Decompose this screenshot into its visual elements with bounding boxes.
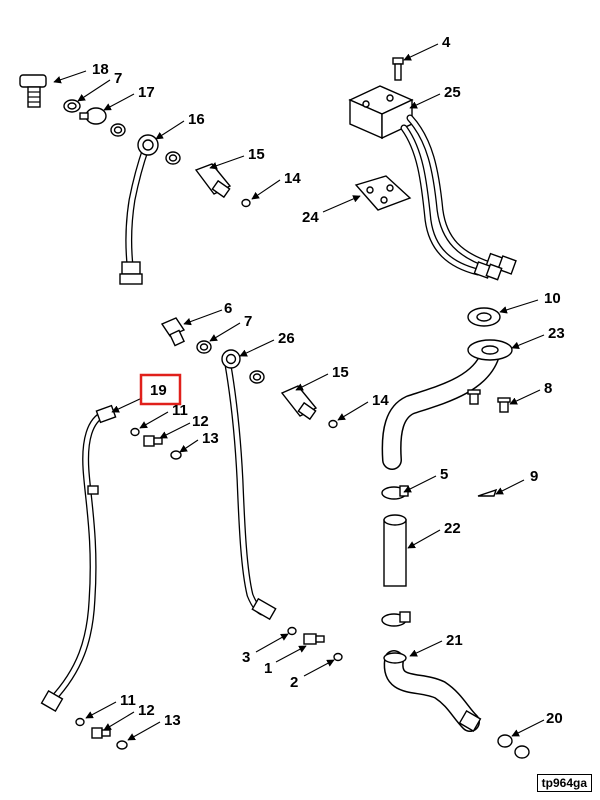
clamp-5 bbox=[381, 485, 409, 500]
callout-23: 23 bbox=[548, 325, 565, 342]
callout-15: 15 bbox=[332, 364, 349, 381]
upper-right-assembly bbox=[348, 57, 517, 281]
callout-16: 16 bbox=[188, 111, 205, 128]
callout-7: 7 bbox=[114, 70, 122, 87]
washer-hole bbox=[252, 373, 262, 381]
leader-lines bbox=[53, 43, 545, 741]
callout-2: 2 bbox=[290, 674, 298, 691]
callout-21: 21 bbox=[446, 632, 463, 649]
washer-7 bbox=[63, 99, 81, 113]
flange-23 bbox=[467, 339, 513, 361]
o-ring-11 bbox=[130, 427, 140, 437]
gasket-10 bbox=[467, 307, 501, 327]
o-ring-3 bbox=[287, 626, 297, 636]
bolts-8 bbox=[467, 389, 511, 413]
callout-14: 14 bbox=[284, 170, 301, 187]
o-ring-11 bbox=[75, 717, 85, 727]
callout-26: 26 bbox=[278, 330, 295, 347]
callout-12: 12 bbox=[192, 413, 209, 430]
callout-12: 12 bbox=[138, 702, 155, 719]
callout-4: 4 bbox=[442, 34, 451, 51]
o-ring-20 bbox=[497, 734, 513, 748]
fitting-17 bbox=[79, 107, 107, 125]
o-ring-14 bbox=[328, 419, 338, 429]
banjo-bolt-18 bbox=[19, 74, 47, 108]
washer-hole bbox=[199, 343, 209, 351]
callout-20: 20 bbox=[546, 710, 563, 727]
fitting-1 bbox=[303, 633, 325, 645]
callout-9: 9 bbox=[530, 468, 538, 485]
o-ring-20 bbox=[514, 745, 530, 759]
callout-24: 24 bbox=[302, 209, 319, 226]
callout-14: 14 bbox=[372, 392, 389, 409]
clamp bbox=[381, 611, 411, 627]
washer-13 bbox=[116, 740, 128, 750]
callout-10: 10 bbox=[544, 290, 561, 307]
bolt-4 bbox=[392, 57, 404, 81]
callout-13: 13 bbox=[164, 712, 181, 729]
elbow-21-fitting bbox=[458, 709, 482, 733]
callout-22: 22 bbox=[444, 520, 461, 537]
callout-25: 25 bbox=[444, 84, 461, 101]
washer-13 bbox=[170, 450, 182, 460]
adapter-15 bbox=[280, 385, 318, 421]
callout-11: 11 bbox=[120, 692, 136, 709]
middle-assembly bbox=[160, 317, 343, 662]
elbow-21-end bbox=[383, 652, 407, 664]
banjo-bolt-6 bbox=[160, 317, 186, 347]
tube-22 bbox=[383, 514, 407, 587]
callout-17: 17 bbox=[138, 84, 155, 101]
washer-hole bbox=[168, 154, 178, 162]
fitting-12 bbox=[91, 727, 111, 739]
callout-labels: 18 7 17 16 15 14 4 25 24 6 7 26 15 14 10… bbox=[92, 34, 565, 729]
right-tube-assembly bbox=[381, 307, 530, 759]
callout-8: 8 bbox=[544, 380, 552, 397]
fitting-12 bbox=[143, 435, 163, 447]
callout-6: 6 bbox=[224, 300, 232, 317]
gasket-24 bbox=[354, 175, 412, 211]
hose-16 bbox=[119, 134, 159, 285]
callout-18: 18 bbox=[92, 61, 109, 78]
callout-1: 1 bbox=[264, 660, 272, 677]
callout-3: 3 bbox=[242, 649, 250, 666]
twin-hoses bbox=[400, 114, 517, 281]
callout-13: 13 bbox=[202, 430, 219, 447]
hose-19-assembly bbox=[40, 404, 182, 750]
figure-id-label: tp964ga bbox=[536, 774, 592, 792]
callout-5: 5 bbox=[440, 466, 448, 483]
o-ring-2 bbox=[333, 652, 343, 662]
o-ring-14 bbox=[241, 198, 251, 208]
highlight-box-19 bbox=[139, 373, 182, 406]
callout-15: 15 bbox=[248, 146, 265, 163]
adapter-15 bbox=[194, 163, 232, 199]
upper-left-assembly bbox=[19, 74, 251, 285]
callout-11: 11 bbox=[172, 402, 188, 419]
washer-hole bbox=[113, 126, 123, 134]
callout-19: 19 bbox=[150, 382, 167, 399]
block-25 bbox=[348, 85, 414, 140]
pin-9 bbox=[477, 488, 498, 497]
callout-7: 7 bbox=[244, 313, 252, 330]
hose-26 bbox=[221, 349, 277, 621]
